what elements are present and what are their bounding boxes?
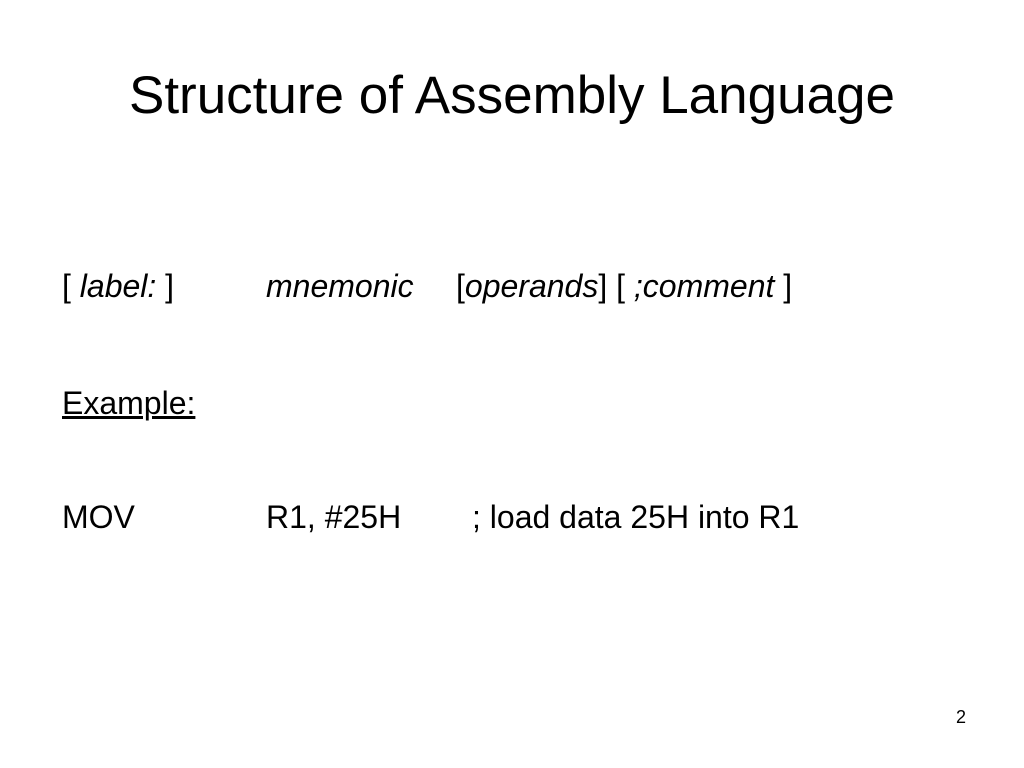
slide-title: Structure of Assembly Language — [128, 66, 895, 125]
syntax-operands-group: [operands] [ ;comment ] — [456, 270, 792, 302]
syntax-open-bracket: [ — [62, 268, 80, 304]
syntax-line: [ label: ] mnemonic [operands] [ ;commen… — [62, 268, 792, 304]
example-operands: R1, #25H — [266, 499, 402, 535]
syntax-operands: operands — [464, 268, 599, 304]
example-heading: Example: — [62, 385, 196, 421]
syntax-close-bracket: ] — [156, 268, 175, 304]
example-comment: ; load data 25H into R1 — [472, 499, 800, 535]
syntax-close-bracket: ] — [774, 268, 793, 304]
page-number: 2 — [955, 707, 966, 727]
syntax-comment: ;comment — [633, 268, 775, 304]
syntax-close-bracket: ] — [598, 268, 608, 304]
syntax-open-bracket: [ — [456, 268, 465, 304]
syntax-label: label: — [79, 268, 157, 304]
syntax-mnemonic: mnemonic — [266, 268, 414, 304]
syntax-open-bracket: [ — [607, 268, 634, 304]
example-mnemonic: MOV — [62, 499, 135, 535]
